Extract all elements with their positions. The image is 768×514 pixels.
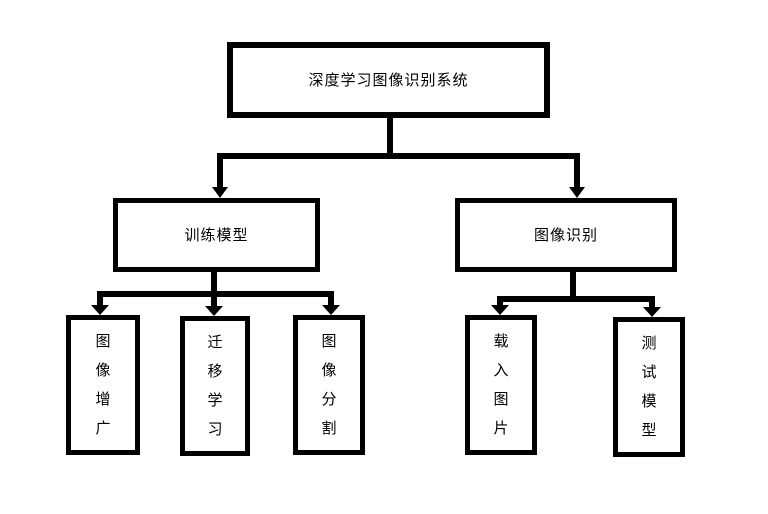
node-image-recognition: 图像识别 (455, 198, 677, 272)
node-image-augmentation-label: 图像增广 (95, 332, 111, 437)
arrowhead-load-image (491, 305, 509, 315)
node-image-segmentation-label: 图像分割 (321, 332, 337, 437)
node-root-label: 深度学习图像识别系统 (308, 70, 469, 89)
arrowhead-image-augmentation (91, 305, 109, 315)
node-train-model: 训练模型 (113, 198, 320, 272)
node-root-system: 深度学习图像识别系统 (227, 42, 550, 118)
arrowhead-image-recognition (569, 187, 585, 198)
arrowhead-train-model (212, 187, 228, 198)
node-train-model-label: 训练模型 (184, 225, 249, 244)
arrowhead-image-segmentation (322, 305, 340, 315)
node-load-image: 载入图片 (465, 315, 537, 455)
node-test-model-label: 测试模型 (641, 334, 657, 439)
node-image-segmentation: 图像分割 (293, 315, 365, 455)
node-load-image-label: 载入图片 (493, 332, 509, 437)
node-image-recognition-label: 图像识别 (533, 225, 598, 244)
arrowhead-test-model (643, 307, 661, 317)
node-test-model: 测试模型 (613, 317, 685, 457)
node-transfer-learning-label: 迁移学习 (207, 333, 223, 438)
node-transfer-learning: 迁移学习 (180, 316, 250, 456)
arrowhead-transfer-learning (205, 306, 223, 316)
node-image-augmentation: 图像增广 (66, 315, 140, 455)
